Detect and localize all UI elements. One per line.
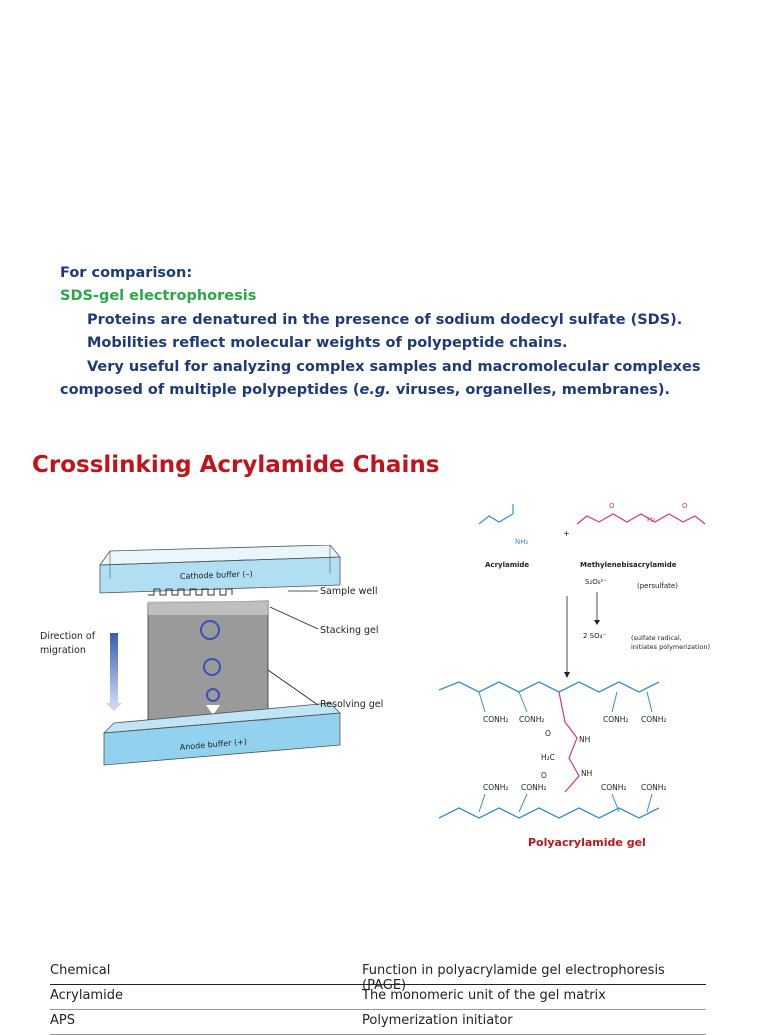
acrylamide-structure (478, 513, 514, 525)
stacking-gel-label: Stacking gel (320, 625, 379, 636)
bis-label: Methylenebisacrylamide (580, 561, 677, 569)
upper-conh2-1: CONH₂ (483, 715, 508, 724)
row-2-function: Polymerization initiator (362, 1013, 513, 1028)
line4-post: viruses, organelles, membranes). (390, 382, 671, 399)
lower-polymer-chain (438, 807, 660, 819)
polymerization-reaction-figure: NH₂ Acrylamide + O H₂ O Methylenebisacry… (438, 502, 710, 819)
gel-caption: Polyacrylamide gel (528, 836, 646, 849)
comparison-line-4: composed of multiple polypeptides (e.g. … (60, 379, 760, 402)
section-title: Crosslinking Acrylamide Chains (32, 452, 440, 478)
comparison-text: For comparison: SDS-gel electrophoresis … (60, 262, 760, 402)
direction-arrowhead (106, 703, 122, 711)
comparison-line-3: Very useful for analyzing complex sample… (87, 358, 701, 375)
radical-note-1: (sulfate radical, (631, 634, 682, 642)
header-chemical: Chemical (50, 963, 111, 978)
lower-conh2-4: CONH₂ (641, 783, 666, 792)
crosslink-nh1: NH (579, 735, 590, 744)
crosslink-h2c: H₂C (541, 753, 555, 762)
crosslink-bridge (558, 691, 580, 793)
header-function: Function in polyacrylamide gel electroph… (362, 963, 665, 993)
sds-heading: SDS-gel electrophoresis (60, 288, 257, 305)
gel-slab (147, 600, 269, 724)
migration-arrowhead (206, 705, 220, 715)
acrylamide-label: Acrylamide (485, 561, 529, 569)
persulfate-label: (persulfate) (637, 582, 678, 590)
table-header: Chemical Function in polyacrylamide gel … (50, 960, 706, 993)
lower-conh2-1: CONH₂ (483, 783, 508, 792)
upper-conh2-4: CONH₂ (641, 715, 666, 724)
table-row: APS Polymerization initiator (50, 1010, 706, 1035)
direction-arrow (110, 633, 118, 703)
lower-conh2-3: CONH₂ (601, 783, 626, 792)
upper-conh2-2: CONH₂ (519, 715, 544, 724)
upper-conh2-3: CONH₂ (603, 715, 628, 724)
bis-h2: H₂ (647, 516, 655, 524)
bis-o1: O (609, 502, 615, 510)
protein-band-3 (206, 688, 220, 702)
anode-buffer-tank (104, 713, 340, 765)
protein-band-1 (200, 620, 220, 640)
protein-band-2 (203, 658, 221, 676)
row-1-function: The monomeric unit of the gel matrix (362, 988, 606, 1003)
crosslink-o1: O (545, 729, 551, 738)
sample-well-label: Sample well (320, 586, 378, 597)
line4-pre: composed of multiple polypeptides ( (60, 382, 360, 399)
table-row: Acrylamide The monomeric unit of the gel… (50, 985, 706, 1010)
direction-label-2: migration (40, 645, 86, 656)
cathode-buffer-tank (100, 557, 340, 593)
comparison-line-2: Mobilities reflect molecular weights of … (87, 335, 568, 352)
direction-label-1: Direction of (40, 631, 96, 642)
bis-structure (576, 513, 706, 525)
stacking-gel-region (148, 601, 268, 615)
sample-wells (148, 588, 233, 596)
crosslink-o2: O (541, 771, 547, 780)
resolving-gel-label: Resolving gel (320, 699, 383, 710)
upper-polymer-chain (438, 681, 660, 693)
lower-conh2-2: CONH₂ (521, 783, 546, 792)
row-1-chemical: Acrylamide (50, 988, 123, 1003)
cathode-label: Cathode buffer (–) (180, 569, 253, 581)
row-2-chemical: APS (50, 1013, 75, 1028)
comparison-intro: For comparison: (60, 265, 193, 281)
radical-note-2: initiates polymerization) (631, 643, 710, 651)
crosslink-nh2: NH (581, 769, 592, 778)
comparison-line-1: Proteins are denatured in the presence o… (87, 311, 683, 328)
electrophoresis-apparatus-figure: Cathode buffer (–) Anode buffer (+) Dire… (40, 545, 383, 766)
plus-sign: + (563, 529, 570, 538)
sulfate-radical: 2 SO₄⁻ (583, 632, 606, 640)
line4-em: e.g. (359, 382, 391, 399)
acrylamide-nh2: NH₂ (515, 538, 529, 546)
persulfate-formula: S₂O₈²⁻ (585, 578, 607, 586)
bis-o2: O (682, 502, 688, 510)
